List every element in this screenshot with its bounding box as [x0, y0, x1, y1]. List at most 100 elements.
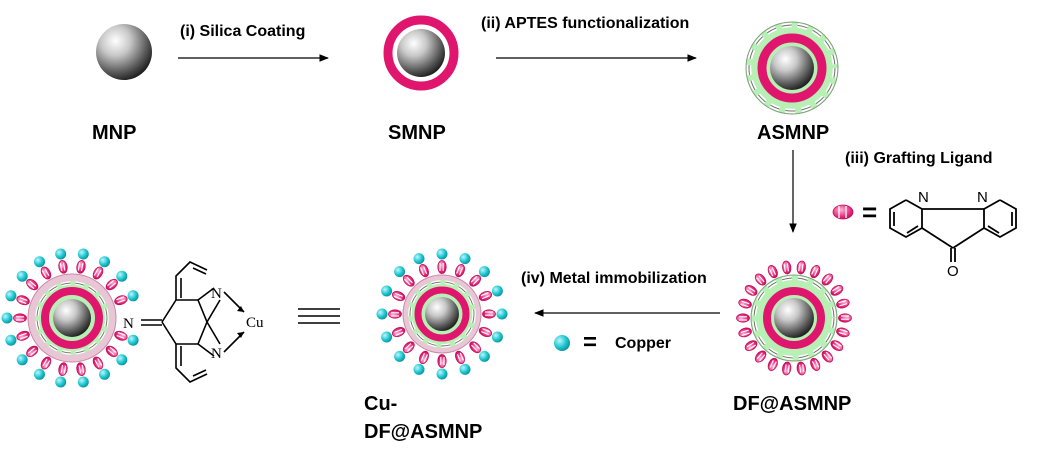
cu-ligand-beads — [376, 248, 508, 380]
copper-atom — [436, 248, 448, 260]
ligand-bead — [795, 259, 807, 276]
copper-atom — [127, 290, 139, 302]
ligand-bead — [437, 353, 447, 369]
step-4-label: (iv) Metal immobilization — [521, 270, 707, 287]
ligand-bead — [90, 354, 106, 372]
ligand-bead — [808, 356, 823, 373]
ligand-bead — [742, 282, 760, 298]
ligand-bead — [781, 360, 793, 377]
complex-n-bottom: N — [211, 346, 222, 362]
ligand-bead — [15, 329, 32, 343]
copper-atom — [55, 248, 67, 260]
step-2-label: (ii) APTES functionalization — [481, 15, 689, 32]
ligand-equals-sign: = — [862, 197, 877, 227]
copper-atom — [381, 331, 393, 343]
copper-atom — [77, 376, 89, 388]
copper-atom — [394, 350, 406, 362]
cu-label-line2: DF@ASMNP — [364, 421, 482, 443]
ligand-structure — [889, 199, 1017, 262]
ligand-bead — [23, 276, 41, 293]
copper-atom — [459, 363, 471, 375]
ligand-bead — [795, 360, 807, 377]
copper-atom — [381, 285, 393, 297]
copper-equals-sign: = — [583, 329, 597, 356]
ligand-n-left: N — [918, 189, 929, 206]
copper-atom — [496, 308, 508, 320]
coord-arrowhead-top — [237, 306, 244, 312]
ligand-bead — [75, 361, 87, 377]
ligand-bead — [781, 259, 793, 276]
copper-atom — [436, 368, 448, 380]
copper-legend-dot — [554, 335, 570, 351]
ligand-bead — [437, 259, 447, 275]
copper-atom — [55, 376, 67, 388]
ligand-bead — [75, 259, 87, 275]
ligand-o: O — [947, 263, 959, 280]
ligand-bead — [765, 263, 780, 280]
copper-atom — [5, 290, 17, 302]
asmnp-particle — [745, 21, 839, 115]
ligand-bead — [735, 313, 751, 323]
copper-atom — [16, 354, 28, 366]
ligand-n-mask-left — [917, 189, 931, 203]
copper-atom — [491, 285, 503, 297]
copper-atom — [34, 368, 45, 380]
ligand-bead — [103, 343, 121, 360]
cu-df-asmnp-particle — [376, 248, 508, 380]
cu-detail-particle — [1, 248, 139, 388]
ligand-bead — [808, 263, 823, 280]
ligand-bead — [737, 325, 754, 339]
ligand-bead — [453, 349, 467, 366]
cu-label-line1: Cu- — [364, 393, 397, 415]
mnp-label: MNP — [92, 122, 136, 144]
complex-n-imine: N — [123, 316, 134, 332]
cu-complex-structure — [141, 261, 245, 383]
cu-detail-ligand-beads — [1, 248, 139, 388]
df-asmnp-label: DF@ASMNP — [733, 393, 851, 415]
ligand-bead — [390, 289, 407, 303]
coord-arrowhead-bottom — [237, 332, 244, 338]
ligand-bead — [390, 325, 407, 339]
ligand-bead — [38, 264, 54, 282]
ligand-bead — [15, 293, 32, 307]
ligand-legend-bead — [832, 204, 854, 220]
ligand-bead — [828, 282, 846, 298]
copper-atom — [16, 270, 28, 282]
ligand-bead — [752, 348, 769, 365]
copper-atom — [478, 266, 490, 278]
identity-symbol — [298, 308, 340, 324]
ligand-bead — [57, 361, 69, 377]
copper-atom — [99, 368, 110, 380]
ligand-bead — [481, 309, 497, 319]
copper-atom — [1, 312, 13, 324]
ligand-n-right: N — [977, 189, 988, 206]
ligand-bead — [828, 338, 846, 354]
ligand-bead — [737, 297, 754, 311]
ligand-bead — [417, 349, 431, 366]
ligand-bead — [12, 313, 28, 323]
df-asmnp-particle — [735, 259, 853, 377]
smnp-particle — [383, 15, 459, 91]
ligand-bead — [38, 354, 54, 372]
copper-atom — [491, 331, 503, 343]
ligand-bead — [834, 297, 851, 311]
copper-atom — [34, 256, 45, 268]
copper-atom — [77, 248, 89, 260]
mnp-particle — [96, 24, 152, 80]
ligand-bead — [834, 325, 851, 339]
ligand-bead — [477, 325, 494, 339]
copper-atom — [116, 354, 128, 366]
copper-atom — [5, 334, 17, 346]
copper-atom — [459, 253, 471, 265]
step-1-label: (i) Silica Coating — [180, 23, 305, 40]
ligand-bead — [417, 262, 431, 279]
copper-atom — [478, 350, 490, 362]
complex-n-top: N — [211, 286, 222, 302]
ligand-bead — [57, 259, 69, 275]
complex-cu: Cu — [246, 315, 264, 331]
ligand-bead — [23, 343, 41, 360]
copper-atom — [376, 308, 388, 320]
ligand-bead — [477, 289, 494, 303]
ligand-bead — [103, 276, 121, 293]
